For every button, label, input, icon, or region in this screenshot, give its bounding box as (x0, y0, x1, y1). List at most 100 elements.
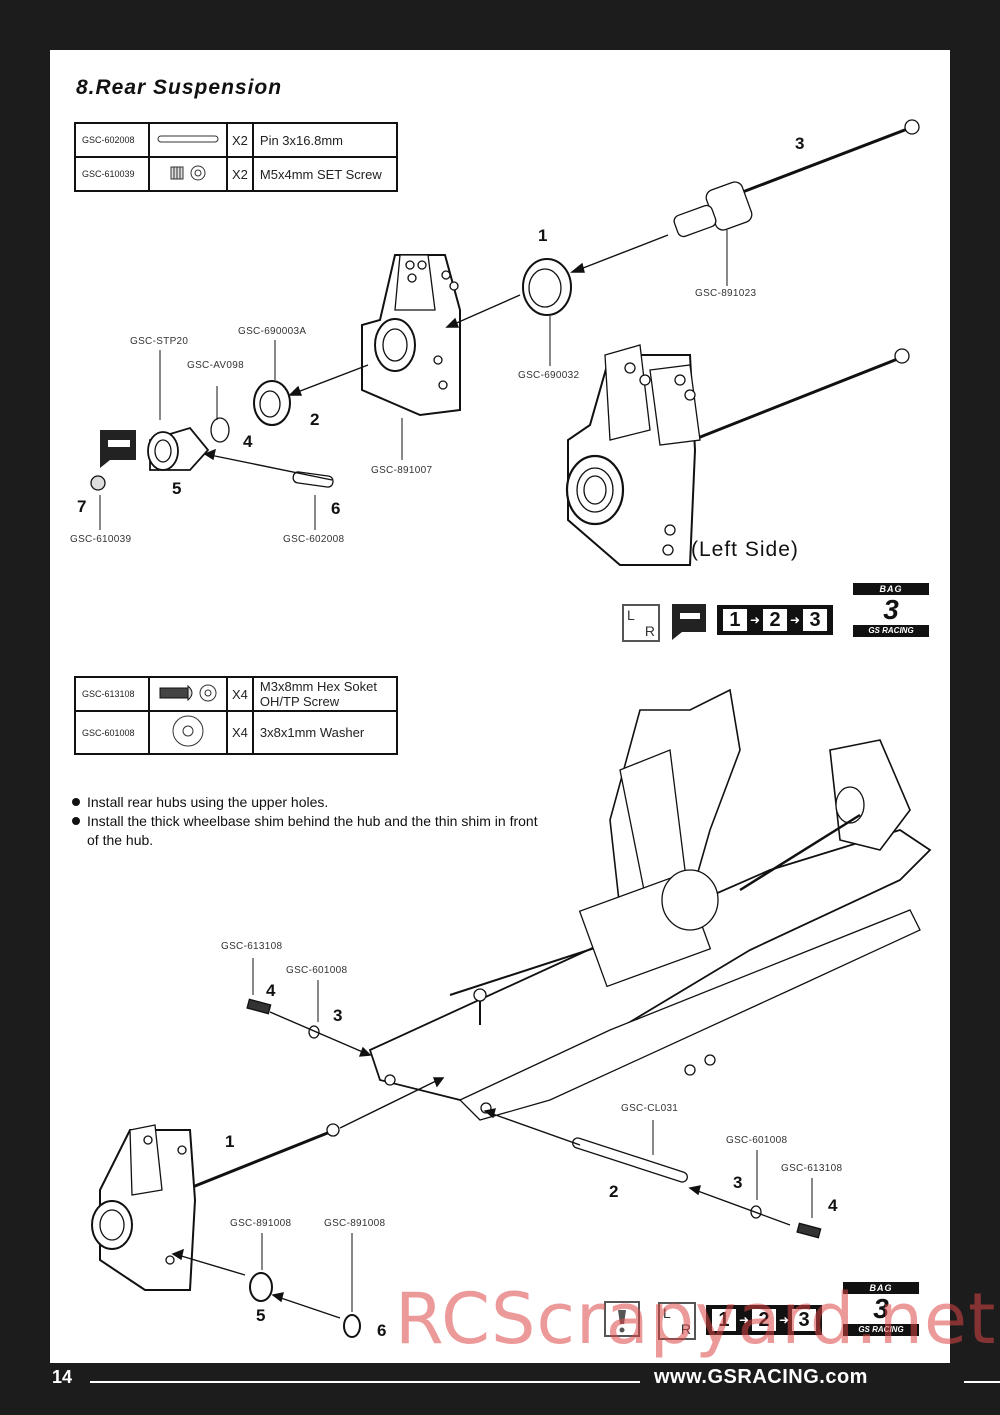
part-qty: X2 (226, 156, 254, 192)
step-2b: 2 (609, 1182, 619, 1201)
step-sequence: 1➜ 2➜ 3 (717, 605, 833, 635)
label-cl-pin: GSC-CL031 (621, 1103, 679, 1114)
bag-label: BAG (843, 1282, 919, 1294)
bag-number: 3 (883, 594, 899, 625)
nut-drawing (147, 426, 210, 471)
watermark: RCScrapyard.net (395, 1278, 997, 1360)
pin-icon (148, 122, 228, 158)
label-shim-thick: GSC-891008 (230, 1218, 292, 1229)
label-nut: GSC-STP20 (130, 336, 189, 347)
seq-1: 1 (710, 1308, 737, 1332)
step-3: 3 (795, 134, 805, 153)
driveshaft-drawing (673, 119, 920, 238)
seq-1: 1 (721, 608, 748, 632)
step-sequence-2: 1➜ 2➜ 3 (706, 1305, 822, 1335)
footer-url: www.GSRACING.com (654, 1366, 868, 1388)
label-washer-right: GSC-601008 (726, 1135, 788, 1146)
note-item: Install the thick wheelbase shim behind … (72, 812, 552, 850)
pin-drawing (292, 471, 334, 488)
table-row: GSC-601008 X4 3x8x1mm Washer (74, 710, 398, 755)
setscrew-drawing (90, 475, 106, 491)
set-screw-icon (148, 156, 228, 192)
part-qty: X4 (226, 710, 254, 755)
parts-table-1: GSC-602008 X2 Pin 3x16.8mm GSC-610039 X2… (74, 122, 398, 192)
step-1b: 1 (225, 1132, 235, 1151)
label-screw-left: GSC-613108 (221, 941, 283, 952)
page-number: 14 (52, 1367, 73, 1387)
washer-icon (148, 710, 228, 755)
step-5: 5 (172, 479, 182, 498)
part-desc: 3x8x1mm Washer (251, 710, 398, 755)
label-spacer: GSC-AV098 (187, 360, 244, 371)
left-right-icon-2: L R (658, 1302, 696, 1340)
note-item: Install rear hubs using the upper holes. (72, 793, 552, 812)
step-4a: 4 (266, 981, 276, 1000)
part-qty: X4 (226, 676, 254, 712)
step-4: 4 (243, 432, 253, 451)
label-bearing-big: GSC-690032 (518, 370, 580, 381)
step-7: 7 (77, 497, 87, 516)
step-4b: 4 (828, 1196, 838, 1215)
part-desc: M5x4mm SET Screw (251, 156, 398, 192)
bag-badge: BAG 3 GS RACING (853, 583, 929, 639)
seq-3: 3 (791, 1308, 818, 1332)
table-row: GSC-602008 X2 Pin 3x16.8mm (74, 122, 398, 158)
label-driveshaft: GSC-891023 (695, 288, 757, 299)
left-right-icon: L R (622, 604, 660, 642)
install-notes: Install rear hubs using the upper holes.… (72, 793, 552, 850)
shim-thick-drawing (249, 1272, 273, 1302)
bag-label: BAG (853, 583, 929, 595)
part-code: GSC-601008 (74, 710, 150, 755)
label-washer-left: GSC-601008 (286, 965, 348, 976)
arrow-icon: ➜ (779, 1313, 790, 1327)
part-desc: M3x8mm Hex Soket OH/TP Screw (251, 676, 398, 712)
label-setscrew: GSC-610039 (70, 534, 132, 545)
label-shim-thin: GSC-891008 (324, 1218, 386, 1229)
bullet-icon (72, 817, 80, 825)
step-2: 2 (310, 410, 320, 429)
step-3b: 3 (733, 1173, 743, 1192)
bearing-drawing (522, 258, 572, 316)
seq-2: 2 (762, 608, 788, 632)
part-qty: X2 (226, 122, 254, 158)
hub-carrier-drawing (361, 254, 461, 417)
part-desc: Pin 3x16.8mm (251, 122, 398, 158)
part-code: GSC-613108 (74, 676, 150, 712)
footer-rule-left (90, 1381, 640, 1383)
hex-screw-icon (148, 676, 228, 712)
arrow-icon: ➜ (738, 1313, 749, 1327)
arrow-icon: ➜ (749, 613, 760, 627)
thread-lock-icon-small (672, 604, 706, 640)
left-side-label: (Left Side) (691, 538, 799, 561)
part-code: GSC-610039 (74, 156, 150, 192)
bag-brand: GS RACING (853, 625, 929, 637)
seq-3: 3 (802, 608, 829, 632)
rear-hub-2-drawing (91, 1123, 340, 1291)
lr-letter-r: R (680, 1321, 691, 1337)
assembled-hub-drawing (565, 344, 910, 566)
step-3a: 3 (333, 1006, 343, 1025)
table-row: GSC-610039 X2 M5x4mm SET Screw (74, 156, 398, 192)
part-code: GSC-602008 (74, 122, 150, 158)
label-pin: GSC-602008 (283, 534, 345, 545)
lr-letter-l: L (663, 1305, 671, 1321)
screw-right-drawing (796, 1222, 822, 1239)
table-row: GSC-613108 X4 M3x8mm Hex Soket OH/TP Scr… (74, 676, 398, 712)
arrow-icon: ➜ (790, 613, 801, 627)
footer-rule-right (964, 1381, 1000, 1383)
lr-letter-r: R (644, 623, 655, 639)
step-5b: 5 (256, 1306, 266, 1325)
bag-number: 3 (873, 1293, 889, 1324)
label-screw-right: GSC-613108 (781, 1163, 843, 1174)
bag-badge-2: BAG 3 GS RACING (843, 1282, 919, 1338)
bullet-icon (72, 798, 80, 806)
spacer-drawing (210, 417, 230, 443)
cl-pin-drawing (572, 1137, 688, 1183)
bag-brand: GS RACING (843, 1324, 919, 1336)
label-bearing: GSC-690003A (238, 326, 307, 337)
lr-letter-l: L (627, 607, 635, 623)
parts-table-2: GSC-613108 X4 M3x8mm Hex Soket OH/TP Scr… (74, 676, 398, 755)
seq-2: 2 (751, 1308, 777, 1332)
warning-icon (604, 1301, 640, 1337)
shim-thin-drawing (343, 1314, 361, 1338)
